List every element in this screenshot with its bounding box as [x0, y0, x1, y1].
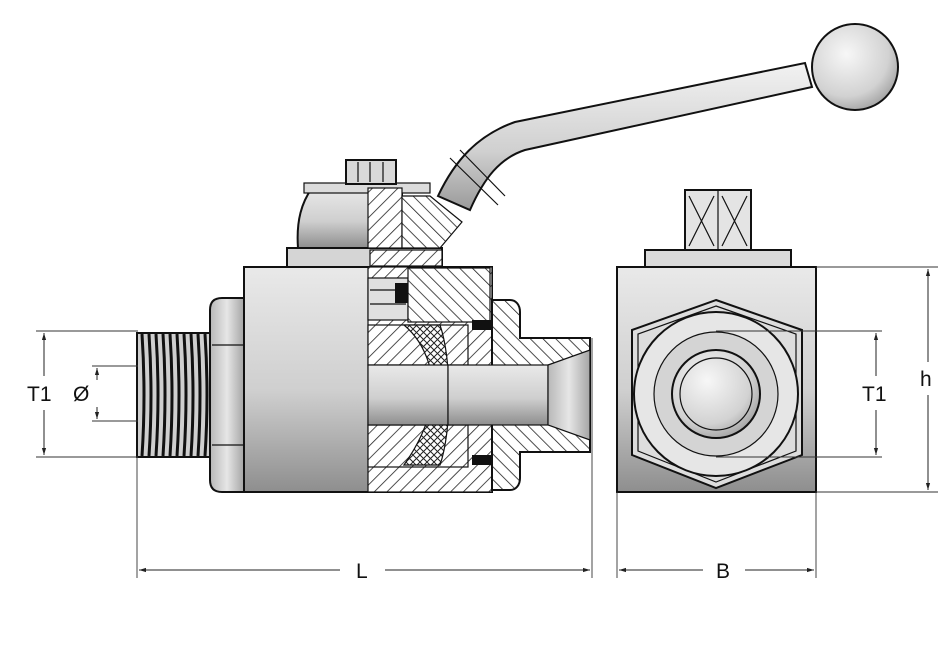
thread-ridge	[182, 333, 188, 457]
label-t1-left: T1	[27, 383, 52, 406]
thread-ridge	[203, 333, 209, 457]
thread-ridge	[147, 333, 153, 457]
hex-nut	[209, 297, 245, 493]
label-t1-right: T1	[862, 383, 887, 406]
port-opening	[671, 349, 761, 439]
label-length: L	[356, 560, 368, 583]
stem-housing	[286, 159, 463, 269]
label-width: B	[716, 560, 730, 583]
thread-ridge	[168, 333, 174, 457]
handle-knob	[811, 23, 899, 111]
handle-lever	[436, 23, 899, 212]
dimension-lines	[36, 266, 938, 578]
male-thread	[136, 332, 216, 458]
label-diameter: Ø	[73, 383, 89, 406]
front-view	[616, 189, 817, 493]
thread-ridge	[189, 333, 195, 457]
thread-ridge	[154, 333, 160, 457]
side-view	[136, 23, 899, 493]
outlet-connector	[447, 299, 591, 491]
thread-ridge	[161, 333, 167, 457]
label-height: h	[920, 368, 932, 391]
thread-ridges	[140, 333, 209, 457]
thread-ridge	[140, 333, 146, 457]
thread-ridge	[175, 333, 181, 457]
stem-nut	[345, 159, 397, 185]
thread-ridge	[196, 333, 202, 457]
flow-bore	[367, 364, 449, 426]
